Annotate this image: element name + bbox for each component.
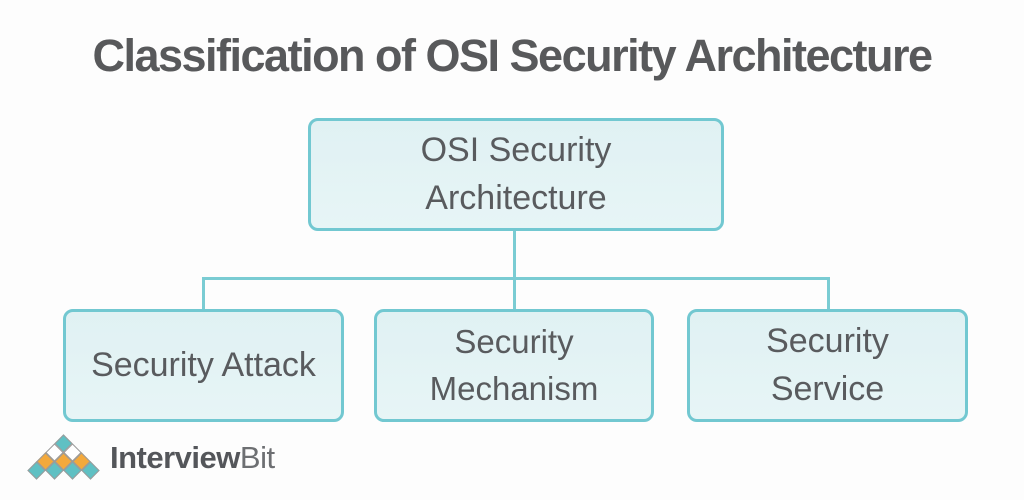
interviewbit-logo-icon [26,433,100,482]
interviewbit-logo: InterviewBit [26,432,275,484]
connector-drop-security-mechanism [513,277,516,311]
node-osi-security-architecture: OSI Security Architecture [308,118,724,231]
interviewbit-logo-text: InterviewBit [110,440,275,476]
node-security-mechanism-label: Security Mechanism [429,323,599,407]
logo-text-bit: Bit [239,440,275,475]
node-osi-security-architecture-label: OSI Security Architecture [420,130,612,217]
node-security-service: Security Service [687,309,968,422]
node-security-mechanism: Security Mechanism [374,309,654,422]
node-security-attack: Security Attack [63,309,344,422]
logo-text-interview: Interview [110,440,240,475]
connector-drop-security-attack [202,277,205,311]
connector-drop-security-service [827,277,830,311]
node-security-service-label: Security Service [766,321,889,408]
node-security-attack-label: Security Attack [91,345,316,384]
page-title: Classification of OSI Security Architect… [92,30,933,81]
connector-root-vertical [513,229,516,279]
connector-horizontal [202,277,830,280]
